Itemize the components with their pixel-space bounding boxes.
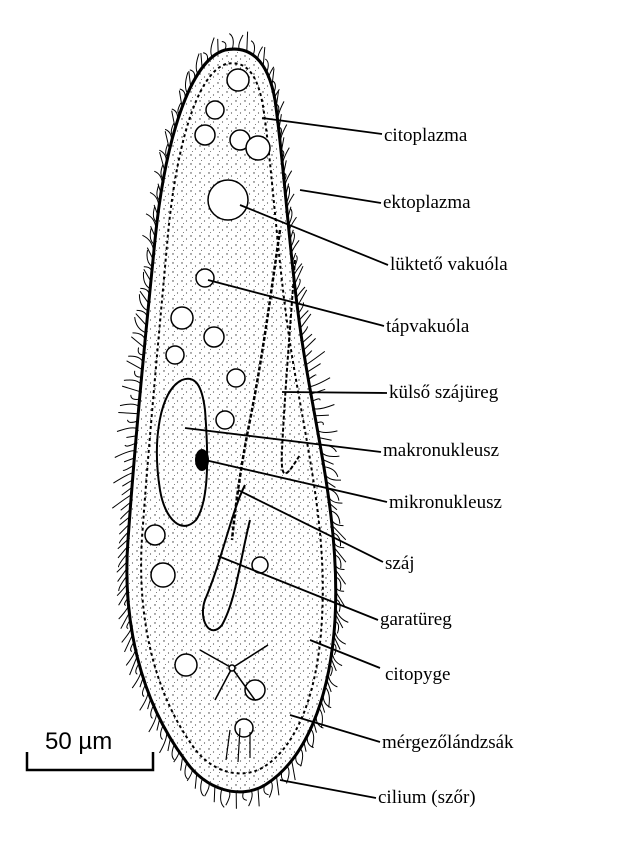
cilium [120, 404, 139, 406]
cilium [300, 748, 302, 766]
cilium [319, 438, 332, 441]
cilium [135, 317, 146, 333]
cilium [149, 712, 157, 732]
label-citoplazma: citoplazma [384, 126, 467, 145]
cilium [117, 428, 137, 432]
cilium [247, 32, 248, 52]
cilium [321, 452, 339, 456]
cilium [124, 380, 141, 384]
label-ektoplazma: ektoplazma [383, 193, 471, 212]
leader-line-kulso-szajureg [282, 392, 387, 393]
cilium [126, 436, 136, 438]
cilium [218, 39, 219, 53]
label-makronukleusz: makronukleusz [383, 441, 499, 460]
cilium [127, 361, 143, 370]
cilium [263, 47, 265, 66]
cilium [239, 35, 243, 50]
cilium [292, 760, 296, 780]
cilium [336, 607, 349, 623]
cilium [122, 386, 140, 392]
cilium [128, 356, 143, 362]
cilium [131, 337, 144, 348]
label-mikronukleusz: mikronukleusz [389, 493, 502, 512]
label-citopyge: citopyge [385, 665, 450, 684]
cilium [310, 378, 331, 387]
cilium [226, 791, 230, 806]
label-szaj: száj [385, 554, 415, 573]
cilium [314, 405, 335, 409]
cilium [131, 395, 140, 400]
cilium [140, 288, 149, 296]
label-garatureg: garatüreg [380, 610, 452, 629]
cilium [140, 692, 148, 711]
cilium [300, 314, 311, 329]
cilium [315, 415, 329, 416]
cilium [311, 729, 314, 748]
cilium [258, 789, 259, 807]
cilium [140, 291, 149, 303]
leader-line-ektoplazma [300, 190, 381, 203]
cilium [277, 777, 279, 796]
cilium [249, 791, 253, 807]
cilium [125, 443, 136, 446]
cilium [307, 364, 321, 373]
cilium [229, 34, 233, 50]
label-mergezolandzsak: mérgezőlándzsák [382, 733, 514, 752]
leader-line-cilium [280, 780, 376, 798]
cilium [195, 774, 197, 789]
cilium [214, 786, 215, 802]
label-luktet-vakuola: lüktető vakuóla [390, 255, 508, 274]
cilium [128, 420, 138, 423]
cilium [318, 430, 338, 432]
cilium [221, 789, 225, 808]
cilium [112, 495, 131, 508]
cilium [325, 474, 341, 480]
cilium [323, 694, 331, 708]
cilium [328, 673, 337, 687]
scale-bar-label: 50 µm [45, 728, 112, 756]
label-cilium: cilium (szőr) [378, 788, 476, 807]
cilium [205, 783, 210, 797]
cilium [136, 314, 147, 326]
cilium [115, 451, 135, 458]
label-tapvakuola: tápvakuóla [386, 317, 469, 336]
cilium [118, 413, 138, 414]
label-kulso-szajureg: külső szájüreg [389, 383, 498, 402]
cilium [302, 334, 312, 343]
